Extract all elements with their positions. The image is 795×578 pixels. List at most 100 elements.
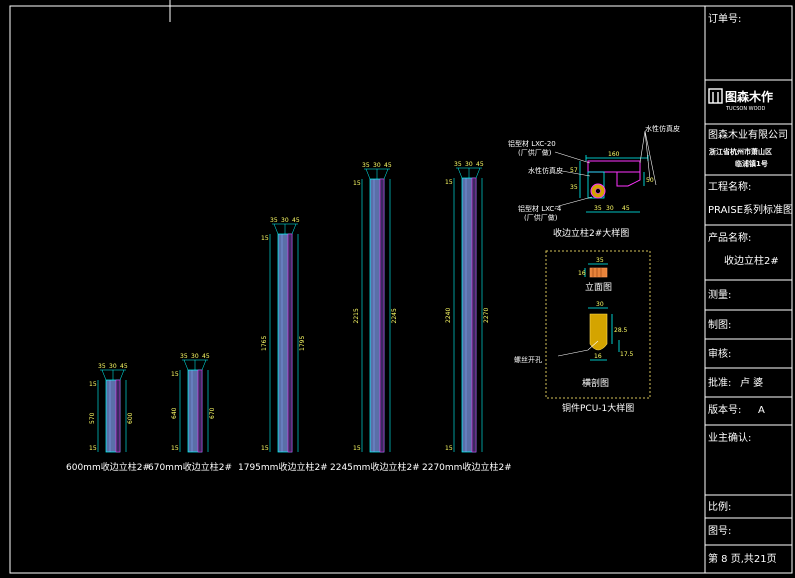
column-veneer <box>115 379 121 453</box>
detail-label-veneer-right: 水性仿真皮 <box>645 124 680 133</box>
column-side-top: 15 <box>171 371 179 378</box>
project-value: PRAISE系列标准图 <box>708 203 793 216</box>
fitting-screw-label: 螺丝开孔 <box>514 355 542 364</box>
brand-logo: 图森木作 TUCSON WOOD <box>708 88 773 112</box>
column-top-dim-2: 30 <box>281 217 289 224</box>
column-side-bot: 15 <box>89 445 97 452</box>
column-right-mid: 1795 <box>299 336 306 351</box>
product-label: 产品名称: <box>708 231 751 244</box>
fitting-dim-sec-r2: 17.5 <box>620 351 634 358</box>
scale-label: 比例: <box>708 500 731 513</box>
fitting-section-caption: 横剖图 <box>582 377 609 389</box>
column-veneer <box>471 177 477 453</box>
column-side-mid: 2215 <box>353 308 360 323</box>
drawing-frame <box>9 5 793 574</box>
fitting-dim-sec-bot: 16 <box>594 353 602 360</box>
column-top-dim-1: 35 <box>180 353 188 360</box>
column-side-top: 15 <box>89 381 97 388</box>
column-top-dim-3: 45 <box>476 161 484 168</box>
detail-dim-bot-2: 30 <box>606 205 614 212</box>
edge-column-detail: 160 57 35 50 35 30 45 铝型材 LXC-20 (厂供厂做) … <box>508 124 680 239</box>
page-indicator: 第 8 页,共21页 <box>708 552 777 565</box>
survey-label: 测量: <box>708 288 731 301</box>
column-veneer <box>197 369 203 453</box>
brand-name-en: TUCSON WOOD <box>725 106 765 112</box>
detail-dim-a: 57 <box>570 167 578 174</box>
detail-label-profile-top-sub: (厂供厂做) <box>518 148 552 157</box>
column-top-dim-3: 45 <box>292 217 300 224</box>
drawn-label: 制图: <box>708 318 731 331</box>
fitting-elevation-caption: 立面图 <box>585 281 612 293</box>
detail-label-profile-bot: 铝型材 LXC-4 <box>518 204 562 213</box>
company-address-2: 临浦镇1号 <box>735 159 768 168</box>
fitting-elevation-shape <box>589 267 608 278</box>
column-top-dim-leader <box>101 369 107 381</box>
column-caption: 1795mm收边立柱2# <box>238 461 328 473</box>
column-side-mid: 2240 <box>445 308 452 323</box>
column-top-dim-2: 30 <box>191 353 199 360</box>
detail-caption: 收边立柱2#大样图 <box>553 227 629 239</box>
column-side-top: 15 <box>445 179 453 186</box>
column-side-mid: 570 <box>89 412 96 424</box>
product-value: 收边立柱2# <box>724 254 779 267</box>
column-veneer <box>379 178 385 453</box>
fitting-caption: 铜件PCU-1大样图 <box>562 402 634 414</box>
review-label: 审核: <box>708 347 731 360</box>
column-top-dim-2: 30 <box>109 363 117 370</box>
column-top-dim-leader <box>183 359 189 371</box>
order-no-label: 订单号: <box>708 13 741 25</box>
detail-label-veneer-left: 水性仿真皮 <box>528 166 563 175</box>
drawing-no-label: 图号: <box>708 525 731 537</box>
column-top-dim-2: 30 <box>465 161 473 168</box>
version-value: A <box>758 405 765 416</box>
brand-name-cn: 图森木作 <box>725 89 773 104</box>
column-side-bot: 15 <box>171 445 179 452</box>
column-caption: 670mm收边立柱2# <box>148 461 232 473</box>
company-address-1: 浙江省杭州市萧山区 <box>709 147 772 156</box>
column-top-dim-leader <box>119 369 125 381</box>
fitting-section-shape <box>589 313 608 351</box>
detail-dim-bot-3: 45 <box>622 205 630 212</box>
fitting-dim-side: 16 <box>578 270 586 277</box>
column-right-mid: 670 <box>209 407 216 419</box>
column-caption: 2245mm收边立柱2# <box>330 461 420 473</box>
column-top-dim-leader <box>291 223 297 235</box>
version-label: 版本号: <box>708 403 741 416</box>
title-block: 订单号: 图森木作 TUCSON WOOD 图森木业有限公司 浙江省杭州市萧山区… <box>704 6 793 573</box>
column-right-mid: 2245 <box>391 308 398 323</box>
detail-label-profile-bot-sub: (厂供厂做) <box>524 213 558 222</box>
fitting-dim-top: 35 <box>596 257 604 264</box>
fitting-dim-sec-top: 30 <box>596 301 604 308</box>
column-veneer <box>287 233 293 453</box>
column-top-dim-leader <box>201 359 207 371</box>
column-top-dim-2: 30 <box>373 162 381 169</box>
detail-dim-width: 160 <box>608 151 620 158</box>
detail-dim-bot-1: 35 <box>594 205 602 212</box>
column-top-dim-leader <box>383 168 389 180</box>
column-side-top: 15 <box>261 235 269 242</box>
column-caption: 2270mm收边立柱2# <box>422 461 512 473</box>
column-top-dim-3: 45 <box>120 363 128 370</box>
column-top-dim-1: 35 <box>362 162 370 169</box>
column-top-dim-1: 35 <box>270 217 278 224</box>
approve-label: 批准: <box>708 376 731 389</box>
column-side-bot: 15 <box>445 445 453 452</box>
column-top-dim-leader <box>273 223 279 235</box>
column-side-top: 15 <box>353 180 361 187</box>
column-top-dim-1: 35 <box>454 161 462 168</box>
column-side-bot: 15 <box>261 445 269 452</box>
column-side-mid: 640 <box>171 407 178 419</box>
column-top-dim-1: 35 <box>98 363 106 370</box>
fitting-dashed-box <box>545 250 651 399</box>
column-caption: 600mm收边立柱2# <box>66 461 150 473</box>
project-label: 工程名称: <box>708 180 751 193</box>
logo-mark-icon <box>708 88 723 104</box>
detail-label-profile-top: 铝型材 LXC-20 <box>508 139 556 148</box>
column-top-dim-3: 45 <box>202 353 210 360</box>
